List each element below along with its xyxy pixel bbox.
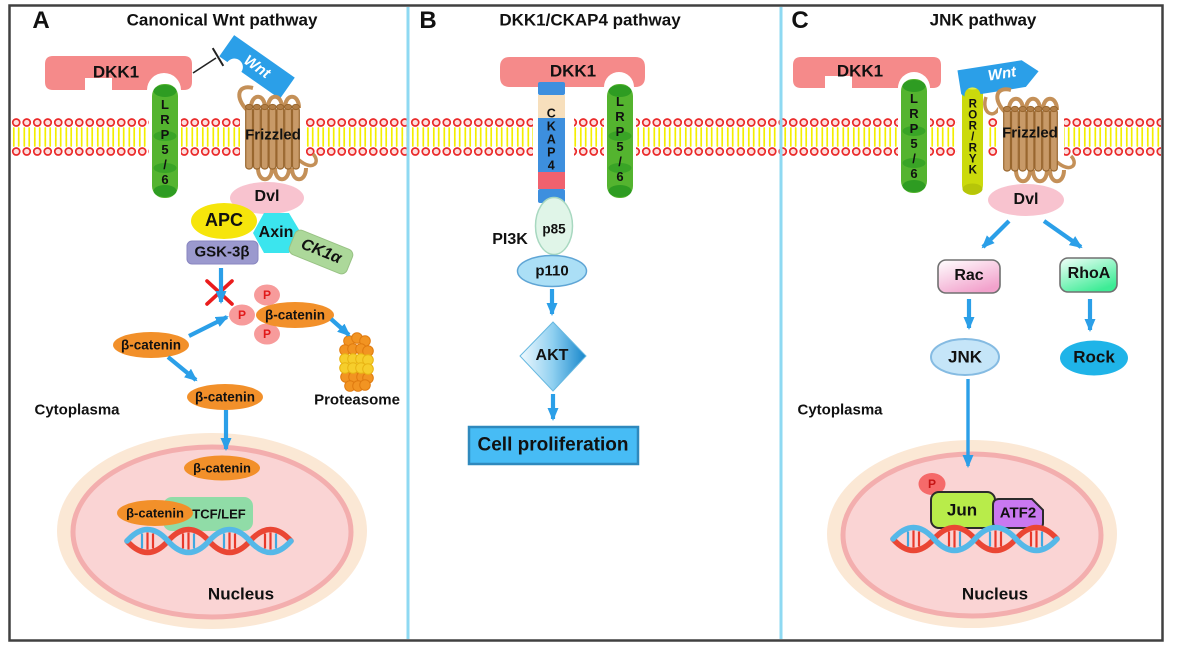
beta-catenin-nuclear bbox=[184, 455, 260, 481]
cell-membrane bbox=[11, 117, 1161, 157]
ror-ryk-label: ROR/RYK bbox=[966, 98, 979, 176]
p85-subunit bbox=[534, 196, 574, 256]
ckap4-label: CKAP4 bbox=[544, 106, 559, 172]
p110-subunit bbox=[516, 254, 588, 288]
rac-label: Rac bbox=[954, 267, 984, 284]
dkk1-shape-a bbox=[45, 56, 192, 90]
axin bbox=[253, 213, 301, 253]
frizzled-label-a: Frizzled bbox=[245, 126, 301, 144]
jnk-ellipse bbox=[930, 338, 1000, 376]
akt-label: AKT bbox=[535, 347, 569, 364]
panel-letter-b: B bbox=[419, 7, 437, 34]
cell-proliferation-label: Cell proliferation bbox=[477, 434, 629, 456]
wnt-ligand-c bbox=[957, 60, 1039, 97]
proteasome bbox=[339, 332, 374, 392]
jnk-label: JNK bbox=[947, 347, 983, 367]
panel-letter-c: C bbox=[791, 7, 809, 34]
dkk1-label-c: DKK1 bbox=[836, 61, 884, 81]
proteasome-label: Proteasome bbox=[314, 391, 400, 409]
dvl-c bbox=[988, 184, 1064, 216]
dkk1-shape-c bbox=[793, 57, 941, 88]
rock-ellipse bbox=[1060, 340, 1128, 376]
cytoplasm-label-c: Cytoplasma bbox=[797, 401, 883, 419]
ck1a bbox=[288, 229, 354, 275]
beta-catenin-stable bbox=[187, 384, 263, 410]
nucleus-label-a: Nucleus bbox=[207, 584, 275, 604]
rock-label: Rock bbox=[1073, 347, 1115, 367]
axin-label: Axin bbox=[258, 224, 294, 241]
beta-catenin-label-5: β-catenin bbox=[126, 505, 184, 521]
panel-letter-a: A bbox=[32, 7, 50, 34]
wnt-ligand-a bbox=[219, 35, 295, 99]
panel-title-b: DKK1/CKAP4 pathway bbox=[499, 10, 681, 30]
panel-title-a: Canonical Wnt pathway bbox=[126, 10, 318, 30]
beta-catenin-label-4: β-catenin bbox=[193, 460, 251, 476]
tcf-lef-label: TCF/LEF bbox=[192, 506, 246, 522]
lrp56-label-a: LRP5/6 bbox=[157, 97, 173, 187]
jun-label: Jun bbox=[946, 500, 978, 520]
lrp56-label-b: LRP5/6 bbox=[612, 94, 628, 184]
dkk1-label-b: DKK1 bbox=[549, 61, 597, 81]
phospho-label-top: P bbox=[262, 288, 272, 302]
gsk3b-label: GSK-3β bbox=[194, 243, 250, 261]
rhoa-label: RhoA bbox=[1067, 265, 1111, 282]
dkk1-label-a: DKK1 bbox=[92, 62, 140, 82]
atf2-label: ATF2 bbox=[999, 504, 1037, 522]
phospho-bottom bbox=[254, 323, 280, 345]
wnt-label-c: Wnt bbox=[986, 63, 1018, 85]
inhibition-bar-a bbox=[192, 47, 225, 74]
pi3k-label: PI3K bbox=[492, 231, 528, 248]
rac-box bbox=[937, 259, 1001, 294]
frizzled-label-c: Frizzled bbox=[1002, 124, 1058, 142]
panel-title-c: JNK pathway bbox=[929, 10, 1037, 30]
nucleus-label-c: Nucleus bbox=[961, 584, 1029, 604]
lrp56-label-c: LRP5/6 bbox=[906, 91, 922, 181]
p85-label: p85 bbox=[542, 221, 566, 237]
cell-proliferation-box bbox=[467, 425, 640, 466]
receptor-tail-c bbox=[983, 96, 1001, 116]
dvl-label-c: Dvl bbox=[1013, 191, 1039, 208]
phospho-label-c: P bbox=[927, 477, 937, 491]
figure-border bbox=[8, 4, 1164, 642]
phospho-jun bbox=[918, 473, 946, 495]
phospho-label-left: P bbox=[237, 308, 247, 322]
akt-diamond bbox=[519, 321, 587, 392]
phospho-label-bottom: P bbox=[262, 327, 272, 341]
apc-label: APC bbox=[204, 210, 244, 230]
beta-catenin-free bbox=[113, 332, 189, 358]
cytoplasm-label-a: Cytoplasma bbox=[34, 401, 120, 419]
dvl-a bbox=[230, 182, 304, 214]
beta-catenin-label-2: β-catenin bbox=[265, 307, 325, 323]
phospho-left bbox=[229, 304, 255, 326]
beta-catenin-label-1: β-catenin bbox=[121, 337, 181, 353]
beta-catenin-phosphorylated bbox=[256, 302, 334, 328]
beta-catenin-tcf bbox=[117, 500, 193, 526]
phospho-top bbox=[254, 284, 280, 306]
signal-arrows bbox=[166, 219, 1096, 468]
beta-catenin-label-3: β-catenin bbox=[195, 389, 255, 405]
apc bbox=[191, 203, 257, 239]
dkk1-shape-b bbox=[500, 57, 645, 87]
gsk3b bbox=[186, 240, 259, 265]
rhoa-box bbox=[1059, 257, 1118, 293]
ckap4-receptor bbox=[533, 82, 574, 203]
p110-label: p110 bbox=[535, 262, 569, 280]
dvl-label-a: Dvl bbox=[254, 188, 280, 205]
